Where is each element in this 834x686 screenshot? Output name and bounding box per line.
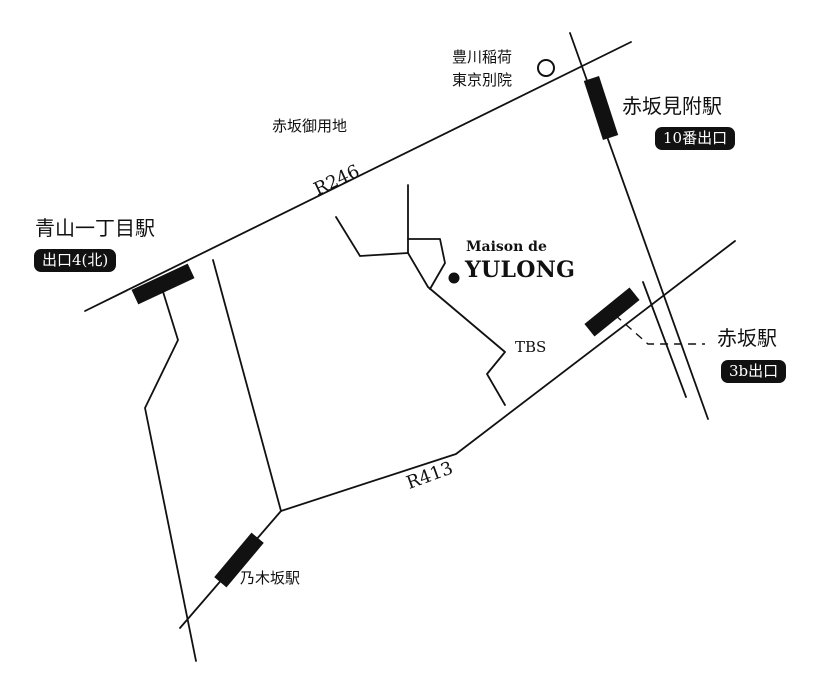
akasaka-station-bar <box>584 287 640 337</box>
maison-de-label: Maison de <box>466 239 547 255</box>
upper-branch-road <box>335 216 409 257</box>
aoyama-station-label: 青山一丁目駅 <box>35 216 155 240</box>
shrine-label-line2: 東京別院 <box>452 71 513 89</box>
left-outer-road <box>144 281 197 662</box>
tbs-label: TBS <box>515 338 547 356</box>
yulong-label: YULONG <box>465 257 576 283</box>
akasaka-palace-label: 赤坂御用地 <box>272 117 348 135</box>
shrine-label-line1: 豊川稲荷 <box>452 48 513 66</box>
route-246-road <box>84 41 632 312</box>
route-413-road <box>280 240 736 512</box>
akasaka-station-label: 赤坂駅 <box>717 326 777 350</box>
akasaka-mitsuke-station-label: 赤坂見附駅 <box>622 94 722 118</box>
destination-side-road <box>407 238 446 290</box>
nogizaka-station-label: 乃木坂駅 <box>240 569 301 587</box>
aoyama-exit-badge: 出口4(北) <box>34 249 117 272</box>
akasaka-mitsuke-exit-badge: 10番出口 <box>655 127 736 150</box>
akasaka-mitsuke-lower-road <box>642 281 687 398</box>
akasaka-mitsuke-station-bar <box>583 76 619 140</box>
akasaka-station-exit-dash <box>614 314 705 345</box>
aoyama-station-bar <box>131 263 195 305</box>
destination-path-road <box>407 252 506 406</box>
filled-circle-icon <box>448 272 460 284</box>
circle-icon <box>537 59 555 77</box>
akasaka-exit-badge: 3b出口 <box>721 360 787 383</box>
nogizaka-station-bar <box>214 532 264 588</box>
left-inner-road <box>212 259 282 512</box>
